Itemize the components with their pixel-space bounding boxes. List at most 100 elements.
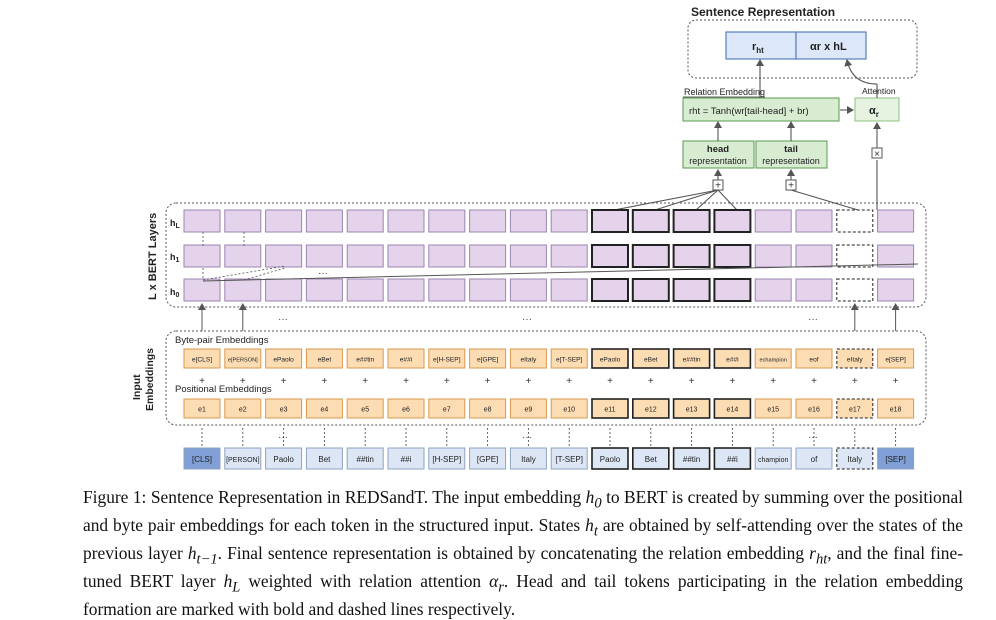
- input-token-cell: [265, 447, 303, 470]
- input-token-label: ##i: [727, 455, 738, 464]
- bert-layers-frame: [165, 202, 927, 308]
- bert-ellipsis-1: ···: [318, 268, 328, 279]
- bert-cell: [754, 244, 792, 268]
- bert-ellipsis-3: ···: [522, 314, 532, 325]
- positional-embedding-label: e8: [484, 407, 492, 414]
- positional-embedding-cell: [305, 398, 343, 419]
- caption-ht: ht: [585, 514, 598, 540]
- positional-embedding-label: e13: [686, 407, 698, 414]
- bert-cell: [509, 244, 547, 268]
- positional-embedding-cell: [387, 398, 425, 419]
- byte-pair-embedding-cell: [265, 348, 303, 369]
- bert-cell: [795, 209, 833, 233]
- attention-label: Attention: [862, 86, 896, 96]
- byte-pair-embedding-cell: [346, 348, 384, 369]
- plus-sign: +: [362, 376, 368, 387]
- bert-cell: [631, 278, 670, 302]
- caption-label: Figure 1:: [83, 487, 147, 507]
- bert-ellipsis-2: ···: [278, 314, 288, 325]
- input-token-label: [GPE]: [477, 455, 498, 464]
- positional-embedding-cell: [224, 398, 262, 419]
- input-token-cell: [509, 447, 547, 470]
- plus-sign: +: [403, 376, 409, 387]
- plus-sign: +: [485, 376, 491, 387]
- head-representation-box: [682, 140, 755, 169]
- bert-cell: [183, 278, 221, 302]
- input-token-label: champion: [758, 457, 788, 464]
- input-token-cell: [428, 447, 466, 470]
- positional-embedding-label: e11: [604, 407, 615, 414]
- embedding-cells: e[CLS]+e1e[PERSON]+e2ePaolo+e3eBet+e4e##…: [183, 348, 915, 419]
- bert-row-sub-hL: L: [176, 223, 181, 230]
- input-token-label: ##i: [401, 455, 412, 464]
- sentence-rep-cell-attn-hl: [795, 31, 867, 60]
- byte-pair-embedding-label: e[CLS]: [192, 357, 212, 364]
- svg-text:×: ×: [874, 149, 880, 160]
- byte-pair-embedding-label: eof: [809, 357, 818, 364]
- bert-cell: [672, 278, 711, 302]
- positional-embedding-cell: [550, 398, 588, 419]
- bert-cell: [428, 244, 466, 268]
- bert-cell: [591, 209, 629, 233]
- byte-pair-embedding-label: ePaolo: [273, 357, 294, 364]
- sentence-representation-title: Sentence Representation: [691, 5, 835, 19]
- bert-cell: [428, 278, 466, 302]
- positional-embedding-cell: [346, 398, 384, 419]
- positional-embedding-label: e3: [280, 407, 288, 414]
- input-token-cell: [631, 447, 670, 470]
- byte-pair-embedding-cell: [509, 348, 547, 369]
- input-token-label: [H-SEP]: [432, 455, 461, 464]
- byte-pair-embedding-cell: [713, 348, 752, 369]
- input-token-cell: [224, 447, 262, 470]
- positional-embedding-label: e15: [767, 407, 779, 414]
- plus-sign: +: [321, 376, 327, 387]
- positional-embedding-label: e9: [525, 407, 533, 414]
- caption-s5: weighted with relation attention: [248, 570, 482, 591]
- bert-cell: [346, 278, 384, 302]
- positional-embedding-cell: [877, 398, 915, 419]
- input-token-cell: [550, 447, 588, 470]
- bert-cell: [754, 278, 792, 302]
- positional-embedding-cell: [713, 398, 752, 419]
- caption-s1b: to BERT is created by summing over the p…: [83, 487, 963, 535]
- byte-pair-embedding-label: e[PERSON]: [228, 358, 258, 364]
- plus-sign: +: [444, 376, 450, 387]
- plus-sign: +: [689, 376, 695, 387]
- caption-s4: , and the final fine-tuned BERT layer: [83, 542, 963, 591]
- positional-embedding-label: e4: [321, 407, 329, 414]
- bert-cell: [795, 244, 833, 268]
- positional-embedding-cell: [591, 398, 629, 419]
- bert-cells: [183, 209, 915, 302]
- redsandt-architecture-diagram: Sentence Representation rht αr x hL Rela…: [131, 5, 927, 470]
- bert-cell: [509, 278, 547, 302]
- tail-representation-line2: representation: [762, 156, 820, 166]
- bert-cell: [305, 278, 343, 302]
- input-token-cell: [346, 447, 384, 470]
- bert-cell: [265, 278, 303, 302]
- positional-embedding-label: e1: [198, 407, 206, 414]
- byte-pair-embedding-label: e##i: [726, 357, 739, 364]
- bert-cell: [224, 278, 262, 302]
- bert-cell: [346, 244, 384, 268]
- input-token-label: [PERSON]: [226, 457, 260, 464]
- plus-sign: +: [852, 376, 858, 387]
- bert-row-label-h1: h: [170, 252, 176, 262]
- caption-s3: . Final sentence representation is obtai…: [217, 542, 805, 563]
- byte-pair-embedding-cell: [183, 348, 221, 369]
- plus-op-tail-icon: +: [785, 179, 797, 192]
- byte-pair-embedding-label: e[GPE]: [477, 357, 498, 364]
- positional-embedding-label: e10: [563, 407, 575, 414]
- svg-text:+: +: [788, 181, 794, 192]
- plus-sign: +: [566, 376, 572, 387]
- input-token-cell: [795, 447, 833, 470]
- positional-embedding-label: e17: [849, 407, 861, 414]
- byte-pair-embedding-cell: [836, 348, 874, 369]
- positional-embedding-cell: [183, 398, 221, 419]
- bert-cell: [754, 209, 792, 233]
- positional-embedding-label: e14: [727, 407, 739, 414]
- byte-pair-embedding-label: e##tin: [356, 357, 374, 364]
- input-token-label: Italy: [847, 455, 862, 464]
- input-token-cell: [836, 447, 874, 470]
- byte-pair-embedding-cell: [224, 348, 262, 369]
- positional-title: Positional Embeddings: [175, 384, 272, 395]
